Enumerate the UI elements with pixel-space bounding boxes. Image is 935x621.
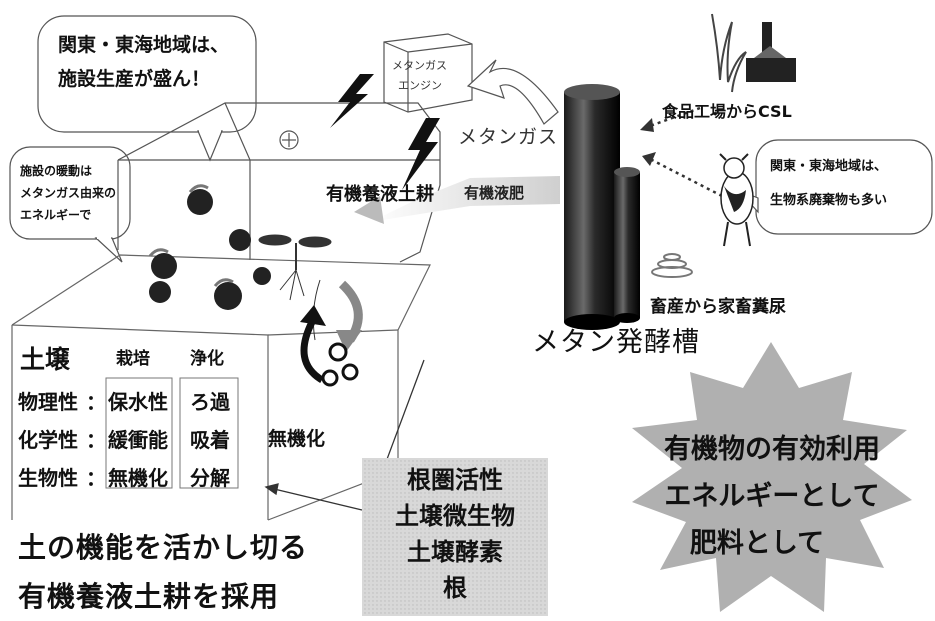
- soil-prop-biological: 生物性: [18, 466, 78, 490]
- soil-sep: ：: [86, 428, 106, 452]
- methane-gas-label: メタンガス: [458, 126, 559, 148]
- rhizosphere-item: 根圏活性: [407, 466, 503, 494]
- cow-icon: [719, 153, 754, 247]
- engine-line: エンジン: [398, 79, 442, 92]
- soil-prop-chemical: 化学性: [18, 428, 78, 452]
- greenhouse-frame: [117, 102, 441, 263]
- rhizosphere-pointer: [264, 359, 425, 511]
- soil-sep: ：: [86, 466, 106, 490]
- bottom-text-line-1: 土の機能を活かし切る: [18, 531, 309, 564]
- soil-col-cultivation: 栽培: [116, 349, 150, 369]
- livestock-label: 畜産から家畜糞尿: [650, 297, 786, 317]
- star-text: 有機物の有効利用 エネルギーとして 肥料として: [632, 426, 912, 567]
- bubble-line: 施設の暖動は: [20, 164, 93, 178]
- methane-tanks: [564, 84, 640, 330]
- soil-cult-biological: 無機化: [108, 466, 168, 490]
- soil-sep: ：: [86, 390, 106, 414]
- star-line: 肥料として: [689, 528, 825, 559]
- seedling: [258, 234, 332, 341]
- engine-label: メタンガス エンジン: [392, 56, 447, 96]
- soil-puri-chemical: 吸着: [190, 428, 230, 452]
- mineralization-label: 無機化: [268, 428, 326, 450]
- engine-box: [383, 33, 473, 113]
- plant-fruits: [148, 184, 271, 310]
- soil-puri-biological: 分解: [190, 466, 230, 490]
- star-burst: [632, 342, 912, 612]
- bubble-biomass: 関東・東海地域は、 生物系廃棄物も多い: [770, 150, 887, 218]
- bubble-line: メタンガス由来の: [20, 186, 117, 200]
- bubble-line: エネルギーで: [20, 208, 92, 222]
- rhizosphere-item: 土壌酵素: [407, 538, 503, 566]
- bubble-kanto-facility-shape: [37, 15, 257, 162]
- bubble-heating: 施設の暖動は メタンガス由来の エネルギーで: [20, 160, 116, 226]
- fertilizer-flow-arrow: [354, 176, 560, 224]
- soil-col-purification: 浄化: [190, 349, 224, 369]
- bubble-line: 関東・東海地域は、: [770, 159, 888, 174]
- organic-fertilizer-label: 有機液肥: [464, 184, 525, 202]
- star-line: エネルギーとして: [664, 481, 880, 512]
- soil-title: 土壌: [20, 345, 71, 374]
- feed-arrows: [649, 106, 723, 198]
- methane-gas-arrow: [466, 59, 559, 125]
- food-factory-label: 食品工場からCSL: [662, 102, 792, 121]
- bubble-heating-shape: [9, 146, 131, 263]
- bottom-text-line-2: 有機養液土耕を採用: [18, 580, 280, 613]
- lightning-bolts: [330, 74, 440, 190]
- bubble-kanto-facility: 関東・東海地域は、 施設生産が盛ん！: [58, 28, 229, 96]
- bubble-line: 関東・東海地域は、: [58, 34, 230, 56]
- methane-tank-label: メタン発酵槽: [532, 327, 700, 358]
- soil-cult-physical: 保水性: [108, 390, 168, 414]
- soil-puri-physical: ろ過: [190, 390, 230, 414]
- bubble-line: 施設生産が盛ん！: [58, 68, 211, 90]
- factory-icon: [711, 13, 796, 93]
- nutrient-cycle: [300, 280, 363, 387]
- organic-culture-label: 有機養液土耕: [326, 184, 434, 205]
- engine-line: メタンガス: [392, 59, 447, 72]
- rhizosphere-list: 根圏活性 土壌微生物 土壌酵素 根: [362, 462, 548, 606]
- soil-cult-chemical: 緩衝能: [108, 428, 168, 452]
- manure-icon: [651, 253, 693, 278]
- star-line: 有機物の有効利用: [664, 434, 880, 465]
- soil-prop-physical: 物理性: [18, 390, 78, 414]
- rhizosphere-box-bg: [362, 458, 548, 616]
- soil-table-lines: [105, 377, 239, 489]
- rhizosphere-item: 土壌微生物: [395, 502, 515, 530]
- rhizosphere-item: 根: [443, 574, 467, 602]
- bubble-line: 生物系廃棄物も多い: [770, 193, 888, 208]
